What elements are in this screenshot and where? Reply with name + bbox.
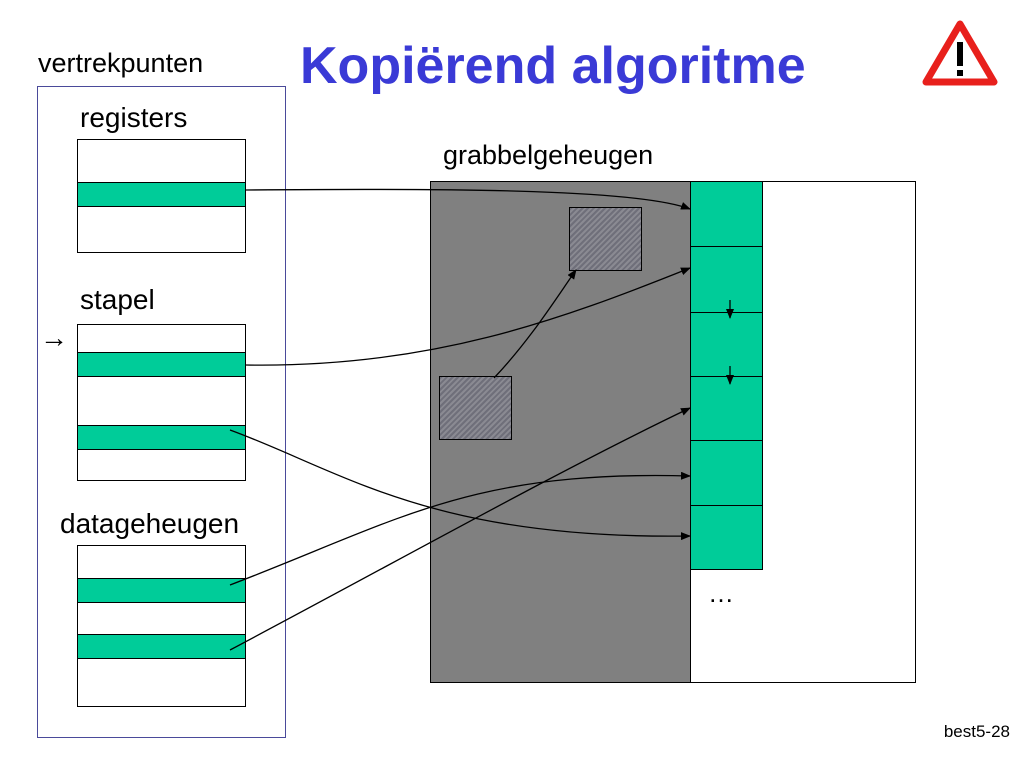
stack-root-slot-1 bbox=[78, 352, 245, 377]
warning-triangle-icon bbox=[922, 20, 998, 86]
heap bbox=[430, 181, 916, 683]
cell-divider bbox=[690, 440, 763, 441]
cell-divider bbox=[690, 569, 763, 570]
registers-box bbox=[77, 139, 246, 253]
slide-number: best5-28 bbox=[943, 722, 1010, 741]
data-root-slot-1 bbox=[78, 578, 245, 603]
heap-object-1 bbox=[569, 207, 642, 271]
cell-divider bbox=[690, 505, 763, 506]
stack-label: stapel bbox=[80, 284, 155, 315]
cell-divider bbox=[690, 246, 763, 247]
data-root-slot-2 bbox=[78, 634, 245, 659]
roots-label: vertrekpunten bbox=[38, 48, 204, 78]
slide-title: Kopiërend algoritme bbox=[300, 37, 806, 95]
cell-divider bbox=[690, 312, 763, 313]
heap-object-2 bbox=[439, 376, 512, 440]
stack-box bbox=[77, 324, 246, 481]
stack-root-slot-2 bbox=[78, 425, 245, 450]
data-memory-box bbox=[77, 545, 246, 707]
registers-label: registers bbox=[80, 102, 188, 133]
heap-ellipsis: … bbox=[708, 578, 734, 608]
data-memory-label: datageheugen bbox=[60, 508, 240, 539]
register-root-slot bbox=[78, 182, 245, 207]
stack-pointer-arrow: → bbox=[40, 322, 68, 353]
cell-divider bbox=[690, 376, 763, 377]
heap-label: grabbelgeheugen bbox=[443, 140, 654, 170]
